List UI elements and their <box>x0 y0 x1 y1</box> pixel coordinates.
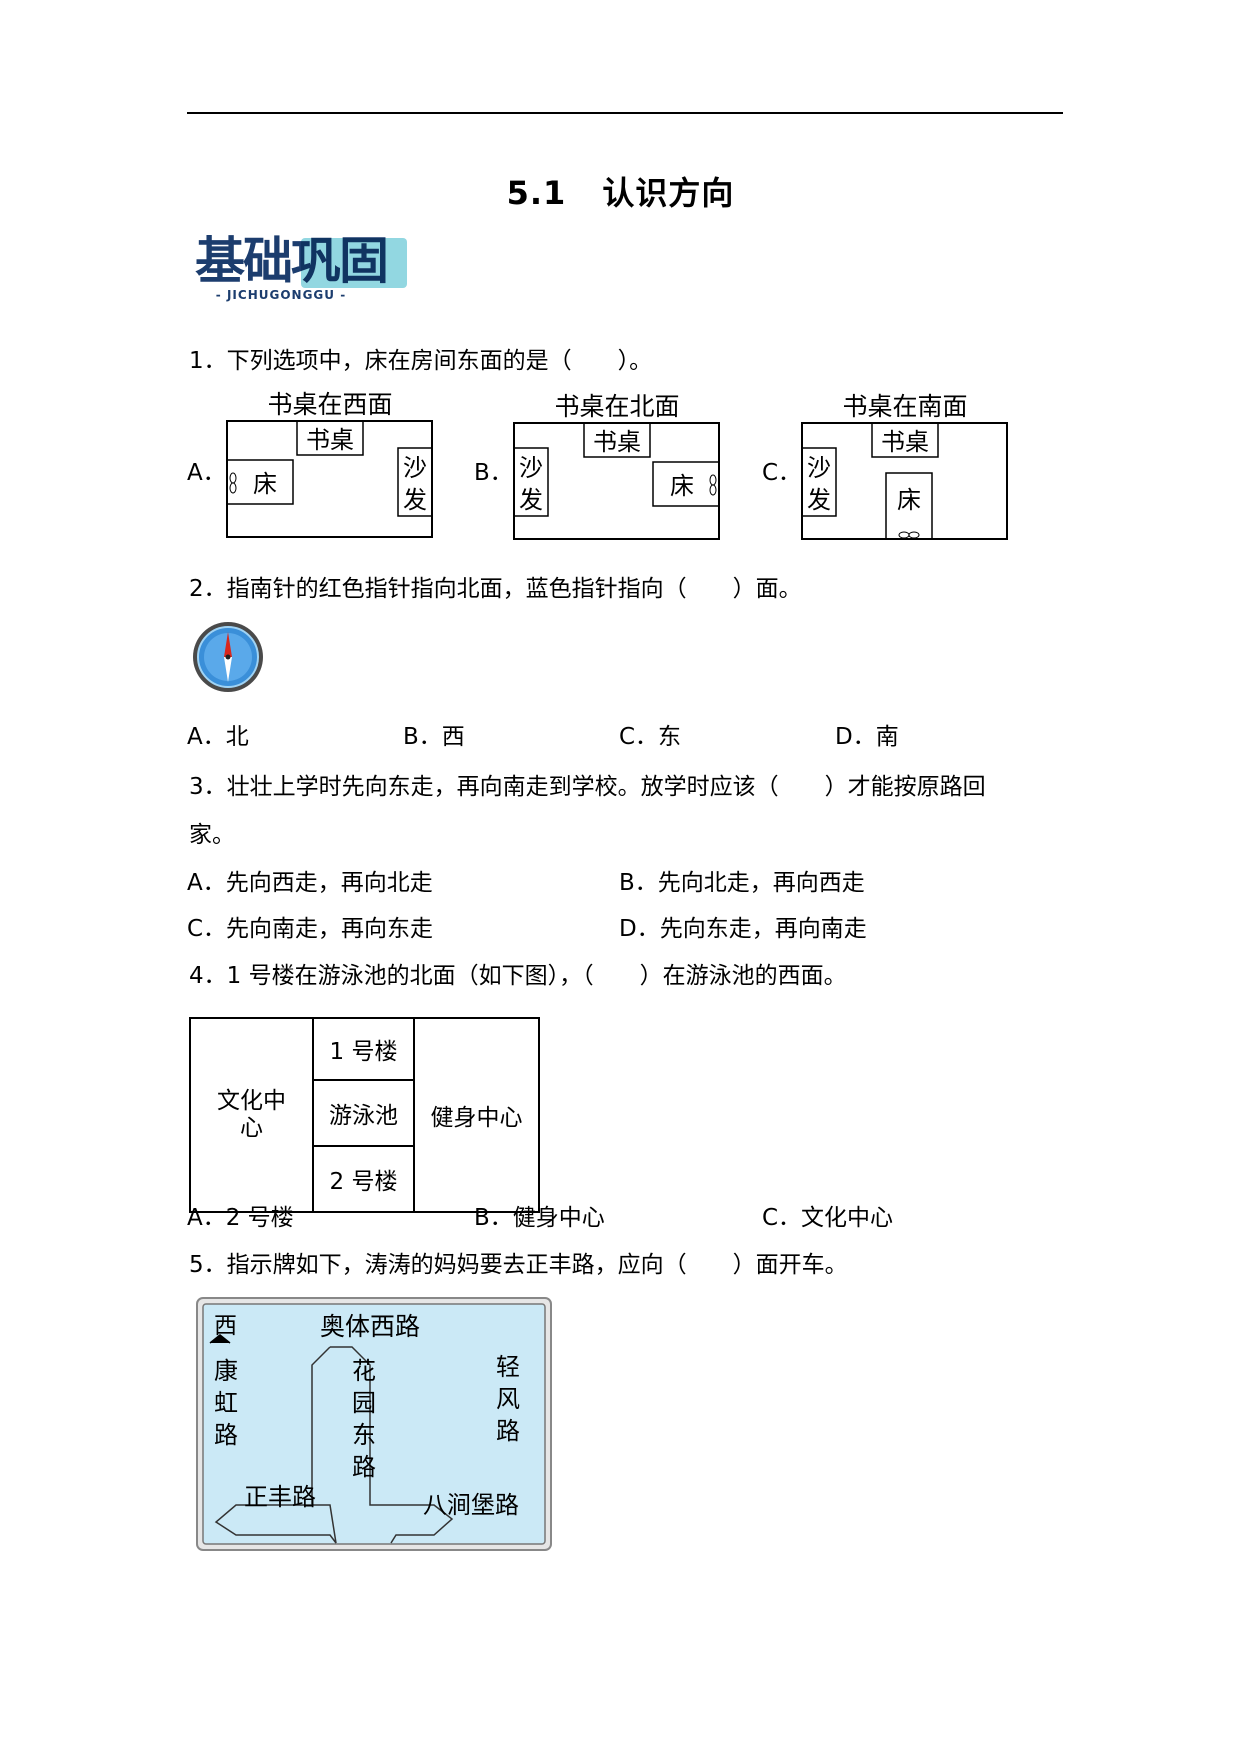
map-cell-building-1: 1 号楼 <box>312 1017 415 1081</box>
q3-option-d[interactable]: D．先向东走，再向南走 <box>619 916 867 942</box>
svg-text:沙: 沙 <box>807 454 831 482</box>
q1-b-sofa <box>513 447 549 517</box>
svg-text:书桌在南面: 书桌在南面 <box>842 392 967 421</box>
svg-text:花: 花 <box>352 1357 376 1385</box>
q1-option-c-letter[interactable]: C． <box>762 460 802 486</box>
q4-option-b[interactable]: B．健身中心 <box>474 1205 605 1231</box>
q1-b-bed <box>652 461 720 507</box>
svg-text:书桌: 书桌 <box>306 426 354 454</box>
north-arrow-icon <box>209 1334 231 1344</box>
road-bottom-left: 正丰路 <box>244 1483 316 1511</box>
logo-accent <box>301 238 407 288</box>
campus-map-table: 文化中 心 1 号楼 健身中心 游泳池 2 号楼 <box>189 1017 540 1213</box>
road-sign: 西 奥体西路 康 虹 路 花 园 东 路 轻 风 路 正丰路 八涧堡路 <box>196 1297 552 1551</box>
section-logo: 基础巩固 - JICHUGONGGU - <box>195 234 415 304</box>
svg-text:虹: 虹 <box>214 1389 238 1417</box>
question-5: 5．指示牌如下，涛涛的妈妈要去正丰路，应向（ ）面开车。 <box>189 1252 848 1278</box>
map-cell-fitness-center: 健身中心 <box>413 1017 540 1213</box>
compass-icon <box>193 622 263 692</box>
q3-option-c[interactable]: C．先向南走，再向东走 <box>187 916 434 942</box>
svg-text:床: 床 <box>253 470 277 498</box>
svg-text:发: 发 <box>403 486 427 514</box>
q1-c-pillow-icon <box>898 531 910 539</box>
road-top: 奥体西路 <box>320 1312 420 1341</box>
svg-text:床: 床 <box>670 472 694 500</box>
q2-option-a[interactable]: A．北 <box>187 724 249 750</box>
q1-c-sofa <box>801 447 837 517</box>
question-3-line-1: 3．壮壮上学时先向东走，再向南走到学校。放学时应该（ ）才能按原路回 <box>189 774 986 800</box>
q1-option-b-letter[interactable]: B． <box>474 460 513 486</box>
q1-option-a-diagram[interactable]: 书桌在西面 书桌 床 沙 发 <box>225 388 440 540</box>
q4-option-c[interactable]: C．文化中心 <box>762 1205 894 1231</box>
q3-option-a[interactable]: A．先向西走，再向北走 <box>187 870 433 896</box>
page-title: 5.1 认识方向 <box>0 168 1241 214</box>
q1-c-bed <box>885 472 933 540</box>
svg-text:沙: 沙 <box>519 454 543 482</box>
svg-text:发: 发 <box>807 486 831 514</box>
svg-text:风: 风 <box>496 1385 520 1413</box>
q2-option-b[interactable]: B．西 <box>403 724 465 750</box>
road-outline <box>214 1346 454 1544</box>
svg-text:书桌: 书桌 <box>881 428 929 456</box>
q1-a-caption: 书桌在西面 <box>267 390 392 419</box>
map-cell-building-2: 2 号楼 <box>312 1145 415 1213</box>
svg-text:书桌在北面: 书桌在北面 <box>554 392 679 421</box>
header-rule <box>187 112 1063 114</box>
title-number: 5.1 <box>506 174 567 212</box>
q1-a-desk <box>296 420 364 456</box>
question-2: 2．指南针的红色指针指向北面，蓝色指针指向（ ）面。 <box>189 576 802 602</box>
svg-text:康: 康 <box>214 1357 238 1385</box>
question-4: 4．1 号楼在游泳池的北面（如下图），（ ）在游泳池的西面。 <box>189 963 847 989</box>
svg-text:床: 床 <box>897 486 921 514</box>
q2-option-c[interactable]: C．东 <box>619 724 682 750</box>
svg-text:东: 东 <box>352 1421 376 1449</box>
q1-a-sofa <box>397 447 433 517</box>
q2-option-d[interactable]: D．南 <box>835 724 899 750</box>
svg-text:轻: 轻 <box>496 1353 520 1381</box>
svg-text:路: 路 <box>496 1417 520 1445</box>
q1-a-bed <box>226 459 294 505</box>
q1-b-desk <box>583 422 651 458</box>
q1-b-pillow-icon <box>709 474 717 486</box>
svg-text:路: 路 <box>214 1421 238 1449</box>
question-3-line-2: 家。 <box>189 822 235 848</box>
svg-text:沙: 沙 <box>403 454 427 482</box>
q3-option-b[interactable]: B．先向北走，再向西走 <box>619 870 865 896</box>
question-1: 1．下列选项中，床在房间东面的是（ ）。 <box>189 348 653 374</box>
svg-text:发: 发 <box>519 486 543 514</box>
road-bottom-right: 八涧堡路 <box>423 1491 519 1519</box>
q4-option-a[interactable]: A．2 号楼 <box>187 1205 294 1231</box>
map-cell-pool: 游泳池 <box>312 1079 415 1147</box>
logo-subtext: - JICHUGONGGU - <box>215 288 347 302</box>
map-cell-culture-center: 文化中 心 <box>189 1017 314 1213</box>
direction-label: 西 <box>214 1313 237 1339</box>
svg-text:书桌: 书桌 <box>593 428 641 456</box>
svg-text:路: 路 <box>352 1453 376 1481</box>
q1-option-b-diagram[interactable]: 书桌在北面 书桌 沙 发 床 <box>512 390 727 542</box>
q1-option-c-diagram[interactable]: 书桌在南面 书桌 沙 发 床 <box>800 390 1015 542</box>
q1-a-pillow-icon <box>229 472 237 484</box>
q1-c-desk <box>871 422 939 458</box>
q1-option-a-letter[interactable]: A． <box>187 460 226 486</box>
svg-text:园: 园 <box>352 1389 376 1417</box>
title-text: 认识方向 <box>602 174 735 212</box>
